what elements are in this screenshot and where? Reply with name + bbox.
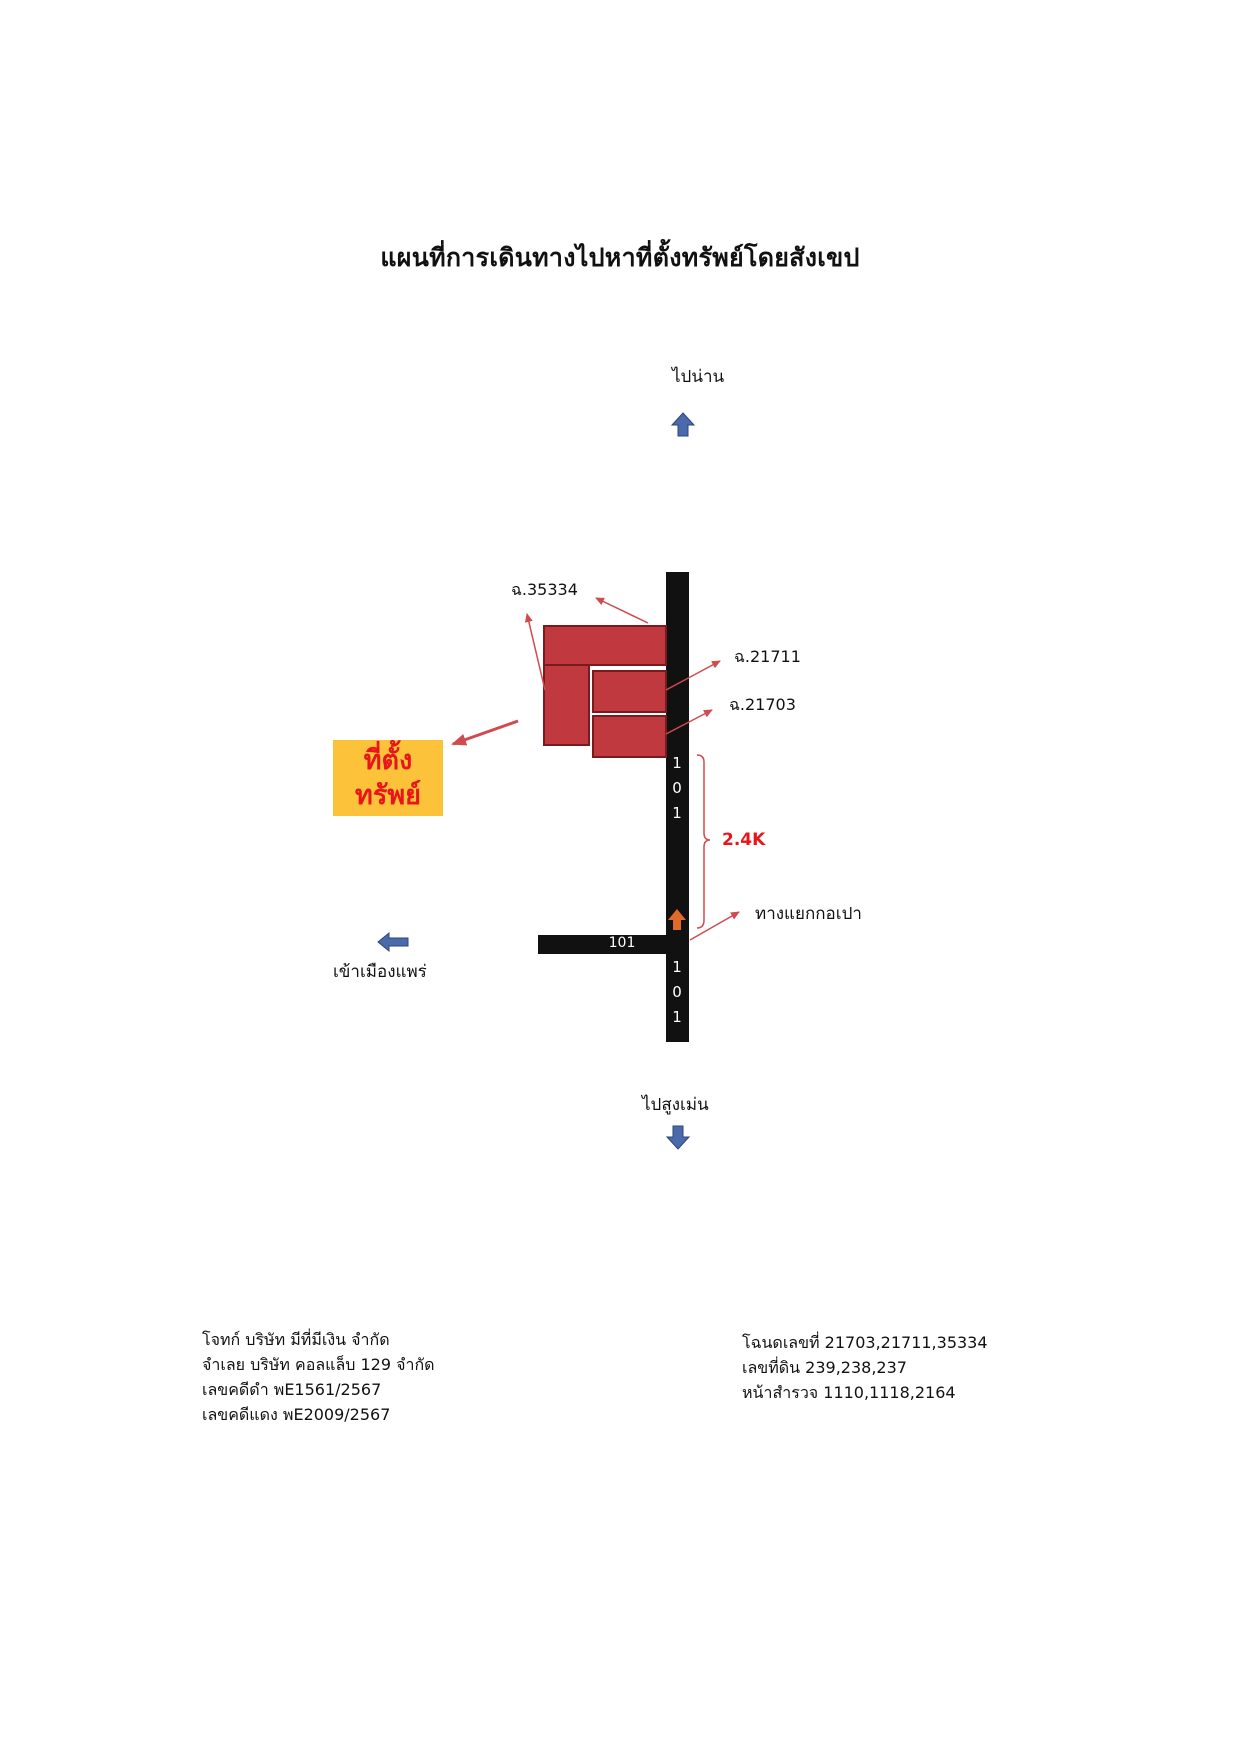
site-label-line2: ทรัพย์ [355, 780, 421, 811]
plaintiff-line: โจทก์ บริษัท มีที่มีเงิน จำกัด [202, 1330, 390, 1349]
defendant-line: จำเลย บริษัท คอลแล็บ 129 จำกัด [202, 1355, 435, 1374]
road-digit: 1 [672, 958, 682, 976]
pointer-junction [689, 911, 740, 941]
pointer-site [451, 719, 519, 746]
page-title: แผนที่การเดินทางไปหาที่ตั้งทรัพย์โดยสังเ… [380, 243, 860, 272]
black-case-line: เลขคดีดำ พE1561/2567 [202, 1380, 382, 1399]
road-digit: 1 [672, 754, 682, 772]
road-digit: 0 [672, 983, 682, 1001]
parcel-21711 [592, 670, 667, 713]
survey-numbers-line: หน้าสำรวจ 1110,1118,2164 [742, 1383, 956, 1402]
deed-numbers-line: โฉนดเลขที่ 21703,21711,35334 [742, 1333, 988, 1352]
parcel-label-35334: ฉ.35334 [511, 580, 578, 599]
orange-up-arrow-icon [668, 909, 686, 930]
left-arrow-icon [377, 931, 409, 953]
parcel-label-21711: ฉ.21711 [734, 647, 801, 666]
pointer-35334-left [524, 613, 546, 691]
site-location-box: ที่ตั้ง ทรัพย์ [333, 740, 443, 816]
road-digit: 1 [672, 804, 682, 822]
road-101-vertical [666, 572, 689, 1042]
road-digit: 1 [672, 1008, 682, 1026]
site-label-line1: ที่ตั้ง [363, 745, 413, 776]
parcel-35334 [543, 625, 667, 746]
red-case-line: เลขคดีแดง พE2009/2567 [202, 1405, 391, 1424]
up-arrow-icon [670, 412, 696, 437]
west-direction-label: เข้าเมืองแพร่ [333, 962, 427, 982]
road-101-horizontal [538, 935, 678, 954]
down-arrow-icon [665, 1125, 691, 1150]
parcel-21703 [592, 715, 667, 758]
road-digit: 0 [672, 779, 682, 797]
south-direction-label: ไปสูงเม่น [642, 1095, 709, 1115]
pointer-21711 [665, 660, 721, 691]
junction-label: ทางแยกกอเปา [755, 904, 862, 924]
north-direction-label: ไปน่าน [672, 367, 725, 387]
pointer-35334-road [595, 597, 649, 624]
distance-label: 2.4K [722, 830, 766, 850]
road-number-horizontal: 101 [608, 935, 636, 951]
distance-bracket [696, 754, 711, 929]
case-info: โจทก์ บริษัท มีที่มีเงิน จำกัด จำเลย บริ… [202, 1327, 435, 1427]
parcel-label-21703: ฉ.21703 [729, 695, 796, 714]
land-numbers-line: เลขที่ดิน 239,238,237 [742, 1358, 907, 1377]
pointer-21703 [665, 709, 713, 735]
deed-info: โฉนดเลขที่ 21703,21711,35334 เลขที่ดิน 2… [742, 1330, 988, 1405]
